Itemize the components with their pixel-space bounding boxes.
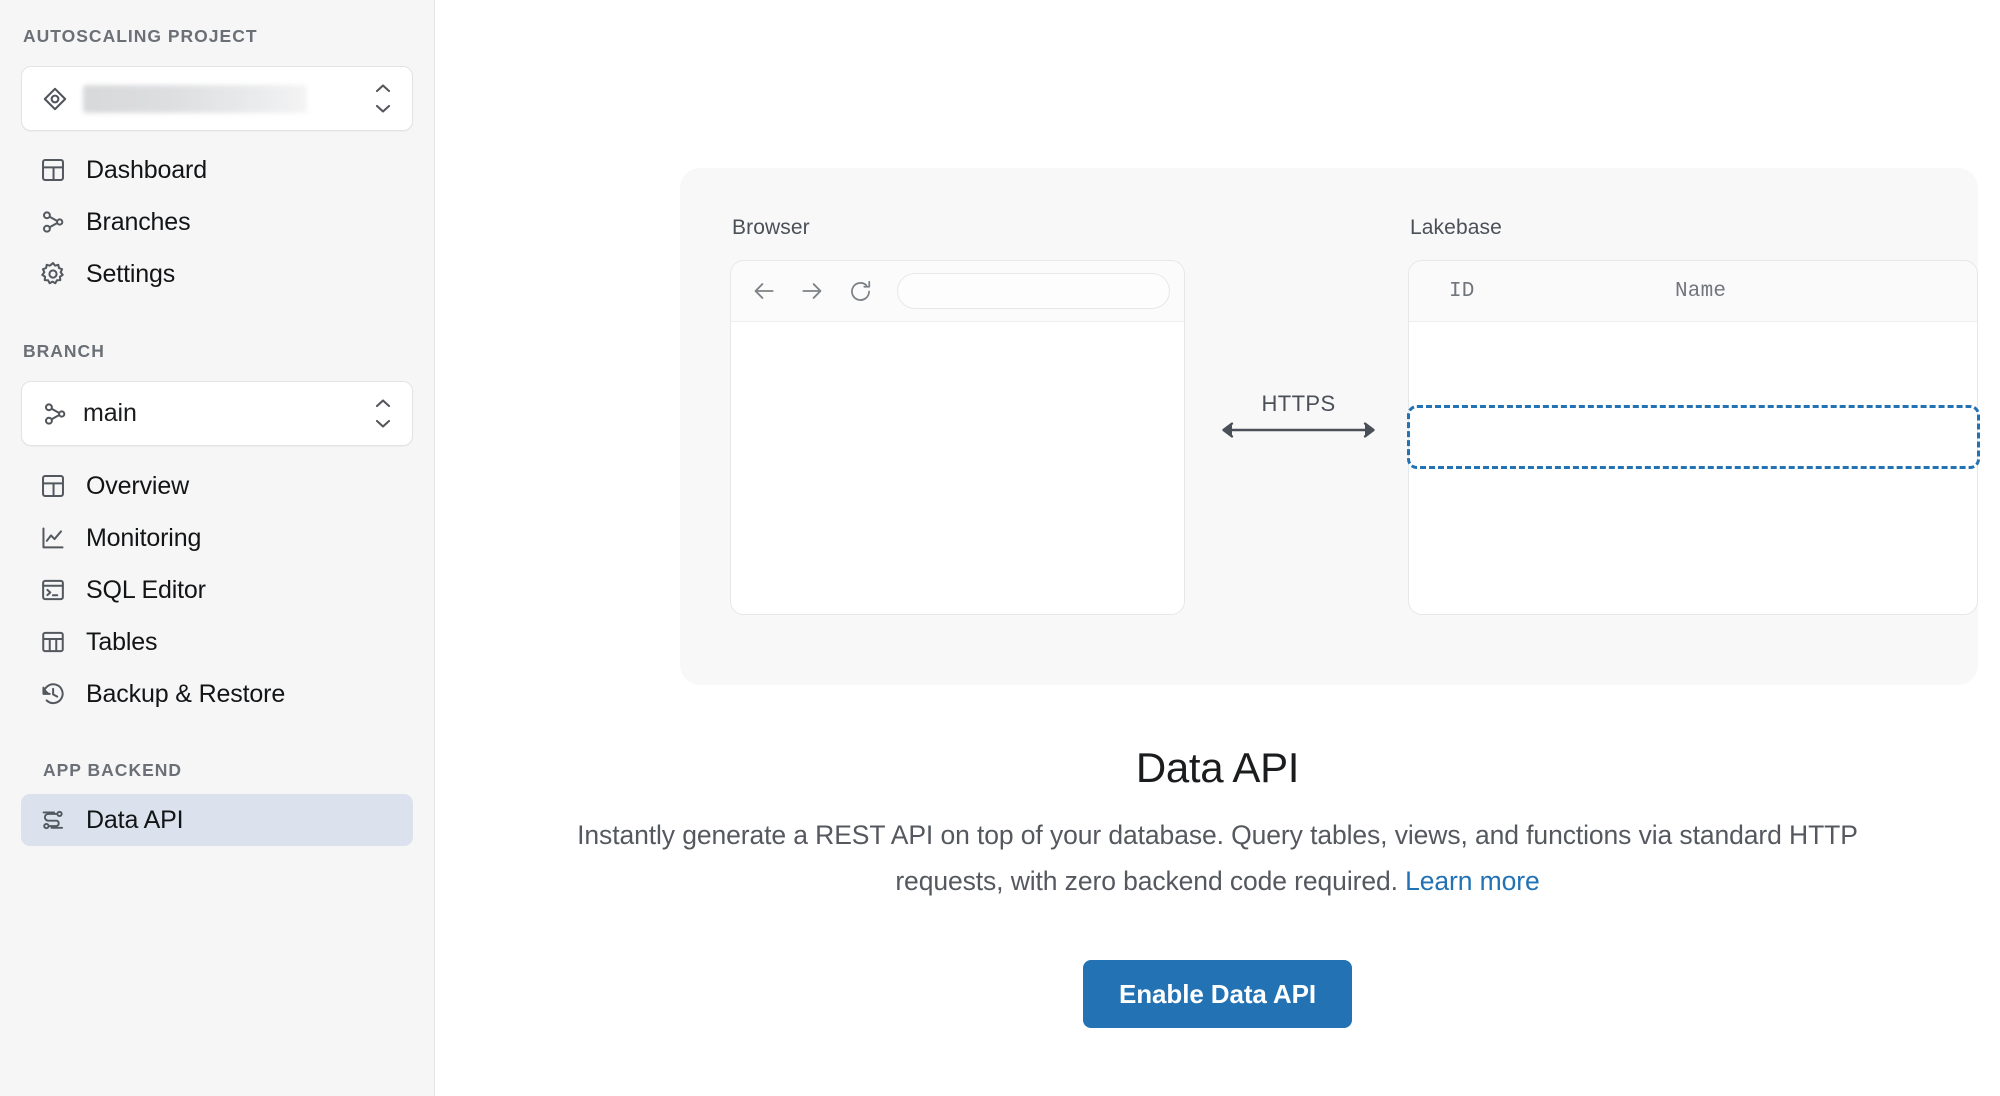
sidebar-item-branches[interactable]: Branches	[21, 196, 413, 248]
sidebar-item-label: Settings	[86, 259, 176, 288]
enable-data-api-button[interactable]: Enable Data API	[1083, 960, 1352, 1028]
browser-toolbar	[731, 261, 1184, 322]
sidebar-item-data-api[interactable]: Data API	[21, 794, 413, 846]
table-header-row: ID Name	[1409, 261, 1977, 322]
arrow-right-icon[interactable]	[795, 274, 829, 308]
data-flow-icon	[38, 805, 68, 835]
sidebar-item-label: Backup & Restore	[86, 679, 286, 708]
line-chart-icon	[38, 523, 68, 553]
dashboard-grid-icon	[38, 471, 68, 501]
sidebar-item-sql-editor[interactable]: SQL Editor	[21, 564, 413, 616]
learn-more-link[interactable]: Learn more	[1405, 866, 1540, 896]
branch-icon	[41, 400, 69, 428]
browser-panel: Browser	[730, 216, 1185, 615]
branch-selector[interactable]: main	[21, 381, 413, 446]
table-body	[1409, 322, 1977, 586]
lakebase-panel-title: Lakebase	[1410, 216, 1502, 239]
arrow-left-icon[interactable]	[747, 274, 781, 308]
column-header-name: Name	[1675, 279, 1727, 303]
table-row	[1437, 322, 1949, 410]
sidebar-item-backup-restore[interactable]: Backup & Restore	[21, 668, 413, 720]
browser-mockup	[730, 260, 1185, 615]
sidebar-item-label: Overview	[86, 471, 189, 500]
terminal-icon	[38, 575, 68, 605]
project-nav: Dashboard Branches	[21, 144, 413, 300]
project-section-label: AUTOSCALING PROJECT	[23, 26, 258, 46]
main-content: Browser	[435, 0, 2000, 1096]
double-arrow-icon	[1215, 420, 1382, 440]
sidebar-item-overview[interactable]: Overview	[21, 460, 413, 512]
project-node-icon	[41, 85, 69, 113]
https-label: HTTPS	[1261, 391, 1336, 416]
table-row	[1437, 410, 1949, 498]
gear-icon	[38, 259, 68, 289]
history-clock-icon	[38, 679, 68, 709]
sidebar-item-dashboard[interactable]: Dashboard	[21, 144, 413, 196]
sidebar-item-label: Branches	[86, 207, 191, 236]
project-selector[interactable]	[21, 66, 413, 131]
project-selector-value	[83, 84, 358, 113]
sidebar-item-monitoring[interactable]: Monitoring	[21, 512, 413, 564]
browser-url-input[interactable]	[897, 273, 1170, 309]
page-description: Instantly generate a REST API on top of …	[575, 812, 1861, 904]
reload-icon[interactable]	[843, 274, 877, 308]
page-title: Data API	[1135, 744, 1300, 791]
redacted-project-name	[83, 84, 307, 113]
illustration-panels: Browser	[730, 168, 1980, 685]
browser-viewport	[731, 322, 1184, 614]
chevron-up-down-icon[interactable]	[372, 79, 394, 119]
sidebar: AUTOSCALING PROJECT	[0, 0, 435, 1096]
sidebar-item-label: Tables	[86, 627, 158, 656]
table-row	[1437, 498, 1949, 586]
sidebar-item-label: Monitoring	[86, 523, 202, 552]
lakebase-panel: Lakebase ID Name	[1407, 216, 1980, 615]
branch-selector-value: main	[83, 399, 137, 427]
backend-section-label: APP BACKEND	[43, 760, 183, 780]
https-connector: HTTPS	[1215, 391, 1382, 440]
column-header-id: ID	[1449, 279, 1475, 303]
branch-section-label: BRANCH	[23, 341, 105, 361]
chevron-up-down-icon[interactable]	[372, 394, 394, 434]
branch-nav: Overview Monitoring	[21, 460, 413, 720]
sidebar-item-tables[interactable]: Tables	[21, 616, 413, 668]
sidebar-item-label: Dashboard	[86, 155, 207, 184]
description-text: Instantly generate a REST API on top of …	[577, 820, 1858, 896]
table-icon	[38, 627, 68, 657]
sidebar-item-label: Data API	[86, 805, 184, 834]
backend-nav: Data API	[21, 794, 413, 846]
branch-icon	[38, 207, 68, 237]
sidebar-item-label: SQL Editor	[86, 575, 206, 604]
cta-container: Enable Data API	[435, 960, 2000, 1028]
browser-panel-title: Browser	[732, 216, 810, 239]
dashboard-grid-icon	[38, 155, 68, 185]
illustration-card: Browser	[680, 168, 1980, 685]
sidebar-item-settings[interactable]: Settings	[21, 248, 413, 300]
lakebase-table-mockup: ID Name	[1407, 260, 1980, 615]
